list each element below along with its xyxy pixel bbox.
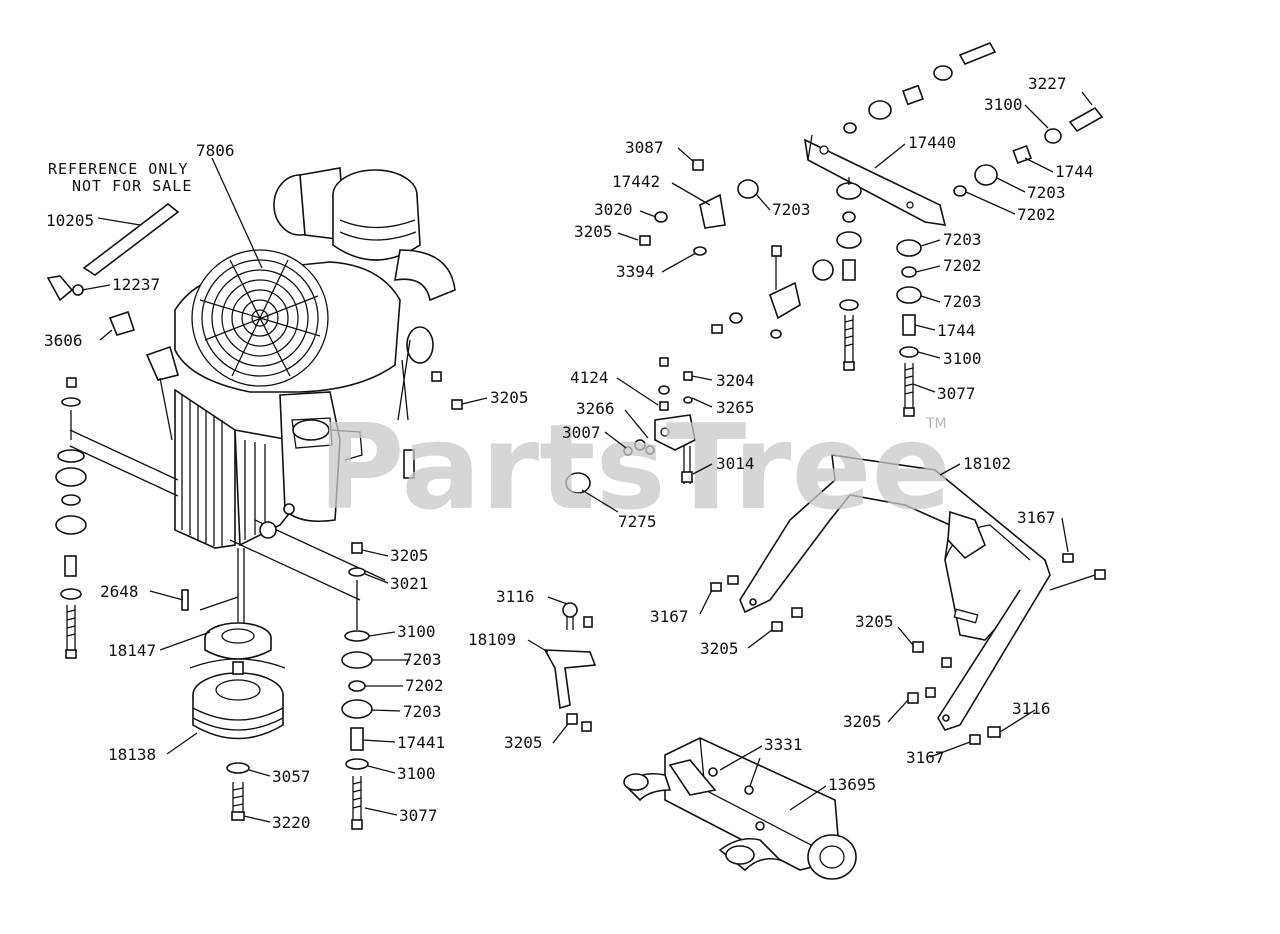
label-18102: 18102 — [963, 454, 1011, 473]
arm-bracket-18102 — [710, 454, 1106, 745]
label-10205: 10205 — [46, 211, 94, 230]
label-7203-c: 7203 — [772, 200, 811, 219]
label-3116-a: 3116 — [496, 587, 535, 606]
label-3014: 3014 — [716, 454, 755, 473]
label-3205-brk: 3205 — [504, 733, 543, 752]
label-3266: 3266 — [576, 399, 615, 418]
label-3205-mid: 3205 — [390, 546, 429, 565]
mid-bracket-18109 — [543, 602, 597, 732]
label-7806: 7806 — [196, 141, 235, 160]
label-1744-b: 1744 — [937, 321, 976, 340]
label-3205-f: 3205 — [843, 712, 882, 731]
label-3331: 3331 — [764, 735, 803, 754]
reference-note-line2: NOT FOR SALE — [72, 177, 192, 195]
label-3020: 3020 — [594, 200, 633, 219]
label-7202-b: 7202 — [1017, 205, 1056, 224]
label-7202-c: 7202 — [943, 256, 982, 275]
label-3167-c: 3167 — [906, 748, 945, 767]
label-3100-d: 3100 — [943, 349, 982, 368]
mid-small-bracket — [565, 357, 696, 494]
label-13695: 13695 — [828, 775, 876, 794]
label-17440: 17440 — [908, 133, 956, 152]
label-3087: 3087 — [625, 138, 664, 157]
top-bracket-assembly — [639, 41, 1104, 417]
muffler-assembly — [623, 737, 857, 880]
label-17441: 17441 — [397, 733, 445, 752]
label-17442: 17442 — [612, 172, 660, 191]
label-3394: 3394 — [616, 262, 655, 281]
label-3205-e: 3205 — [855, 612, 894, 631]
label-7203-d: 7203 — [1027, 183, 1066, 202]
pulley-assembly — [189, 622, 286, 821]
label-3100-c: 3100 — [984, 95, 1023, 114]
label-2648: 2648 — [100, 582, 139, 601]
label-3077-b: 3077 — [937, 384, 976, 403]
label-3116-b: 3116 — [1012, 699, 1051, 718]
reference-note-line1: REFERENCE ONLY — [48, 160, 188, 178]
label-1744-a: 1744 — [1055, 162, 1094, 181]
label-3057: 3057 — [272, 767, 311, 786]
part-labels: 7806 10205 12237 3606 3205 2648 18147 18… — [44, 74, 1094, 832]
label-3100-a: 3100 — [397, 622, 436, 641]
label-4124: 4124 — [570, 368, 609, 387]
engine-assembly — [46, 167, 463, 640]
label-18147: 18147 — [108, 641, 156, 660]
label-7203-e: 7203 — [943, 230, 982, 249]
center-mount-stack — [341, 542, 373, 830]
label-7275: 7275 — [618, 512, 657, 531]
label-3205-engine: 3205 — [490, 388, 529, 407]
label-7203-f: 7203 — [943, 292, 982, 311]
engine-left-mount-stack — [55, 377, 189, 659]
label-7203-a: 7203 — [403, 650, 442, 669]
leader-lines — [81, 91, 1093, 823]
label-3265: 3265 — [716, 398, 755, 417]
label-3021: 3021 — [390, 574, 429, 593]
label-3077-a: 3077 — [399, 806, 438, 825]
watermark-trademark: TM — [925, 416, 947, 432]
label-3167-b: 3167 — [650, 607, 689, 626]
label-7203-b: 7203 — [403, 702, 442, 721]
label-3100-b: 3100 — [397, 764, 436, 783]
label-3220: 3220 — [272, 813, 311, 832]
label-3606: 3606 — [44, 331, 83, 350]
label-3007: 3007 — [562, 423, 601, 442]
label-3204: 3204 — [716, 371, 755, 390]
label-3205-top: 3205 — [574, 222, 613, 241]
label-3227: 3227 — [1028, 74, 1067, 93]
label-12237: 12237 — [112, 275, 160, 294]
label-18109: 18109 — [468, 630, 516, 649]
label-18138: 18138 — [108, 745, 156, 764]
label-3205-d: 3205 — [700, 639, 739, 658]
label-3167-a: 3167 — [1017, 508, 1056, 527]
label-7202-a: 7202 — [405, 676, 444, 695]
